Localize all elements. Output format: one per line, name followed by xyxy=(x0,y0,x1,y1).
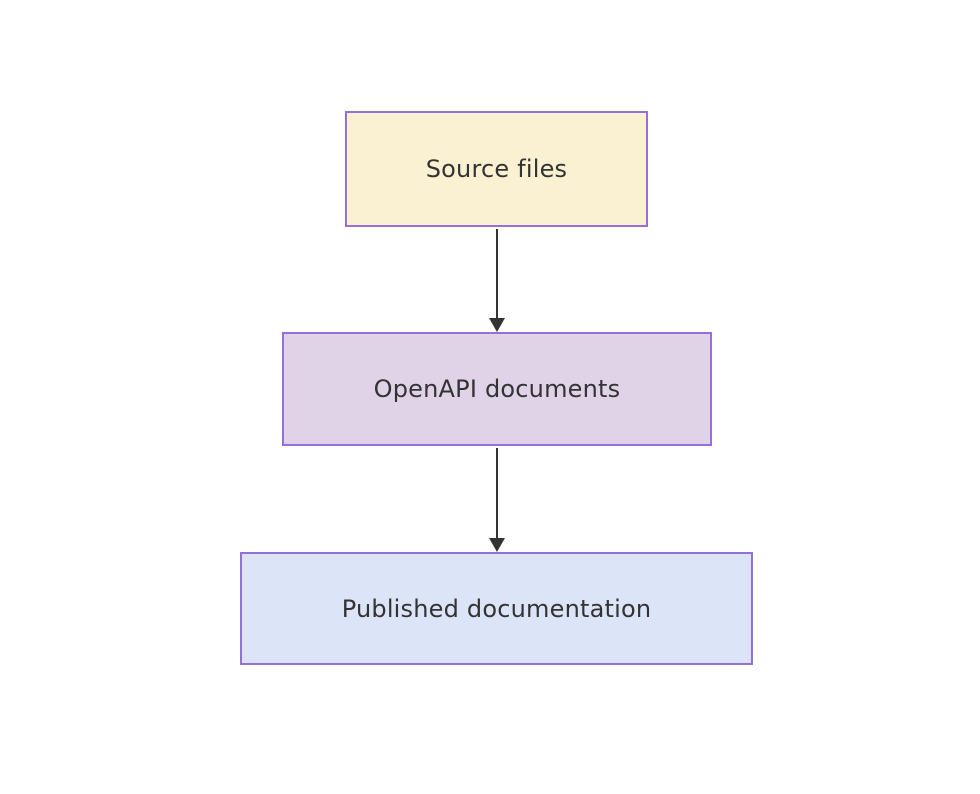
node-published-documentation: Published documentation xyxy=(240,552,753,665)
node-published-documentation-label: Published documentation xyxy=(341,594,652,623)
arrowhead-down-icon xyxy=(489,318,505,332)
node-source-files-label: Source files xyxy=(425,155,568,183)
node-openapi-documents-label: OpenAPI documents xyxy=(373,375,621,403)
node-source-files: Source files xyxy=(345,111,648,227)
node-openapi-documents: OpenAPI documents xyxy=(282,332,712,446)
edge-source-to-openapi xyxy=(489,229,505,332)
arrowhead-down-icon xyxy=(489,538,505,552)
edge-openapi-to-published xyxy=(489,448,505,552)
